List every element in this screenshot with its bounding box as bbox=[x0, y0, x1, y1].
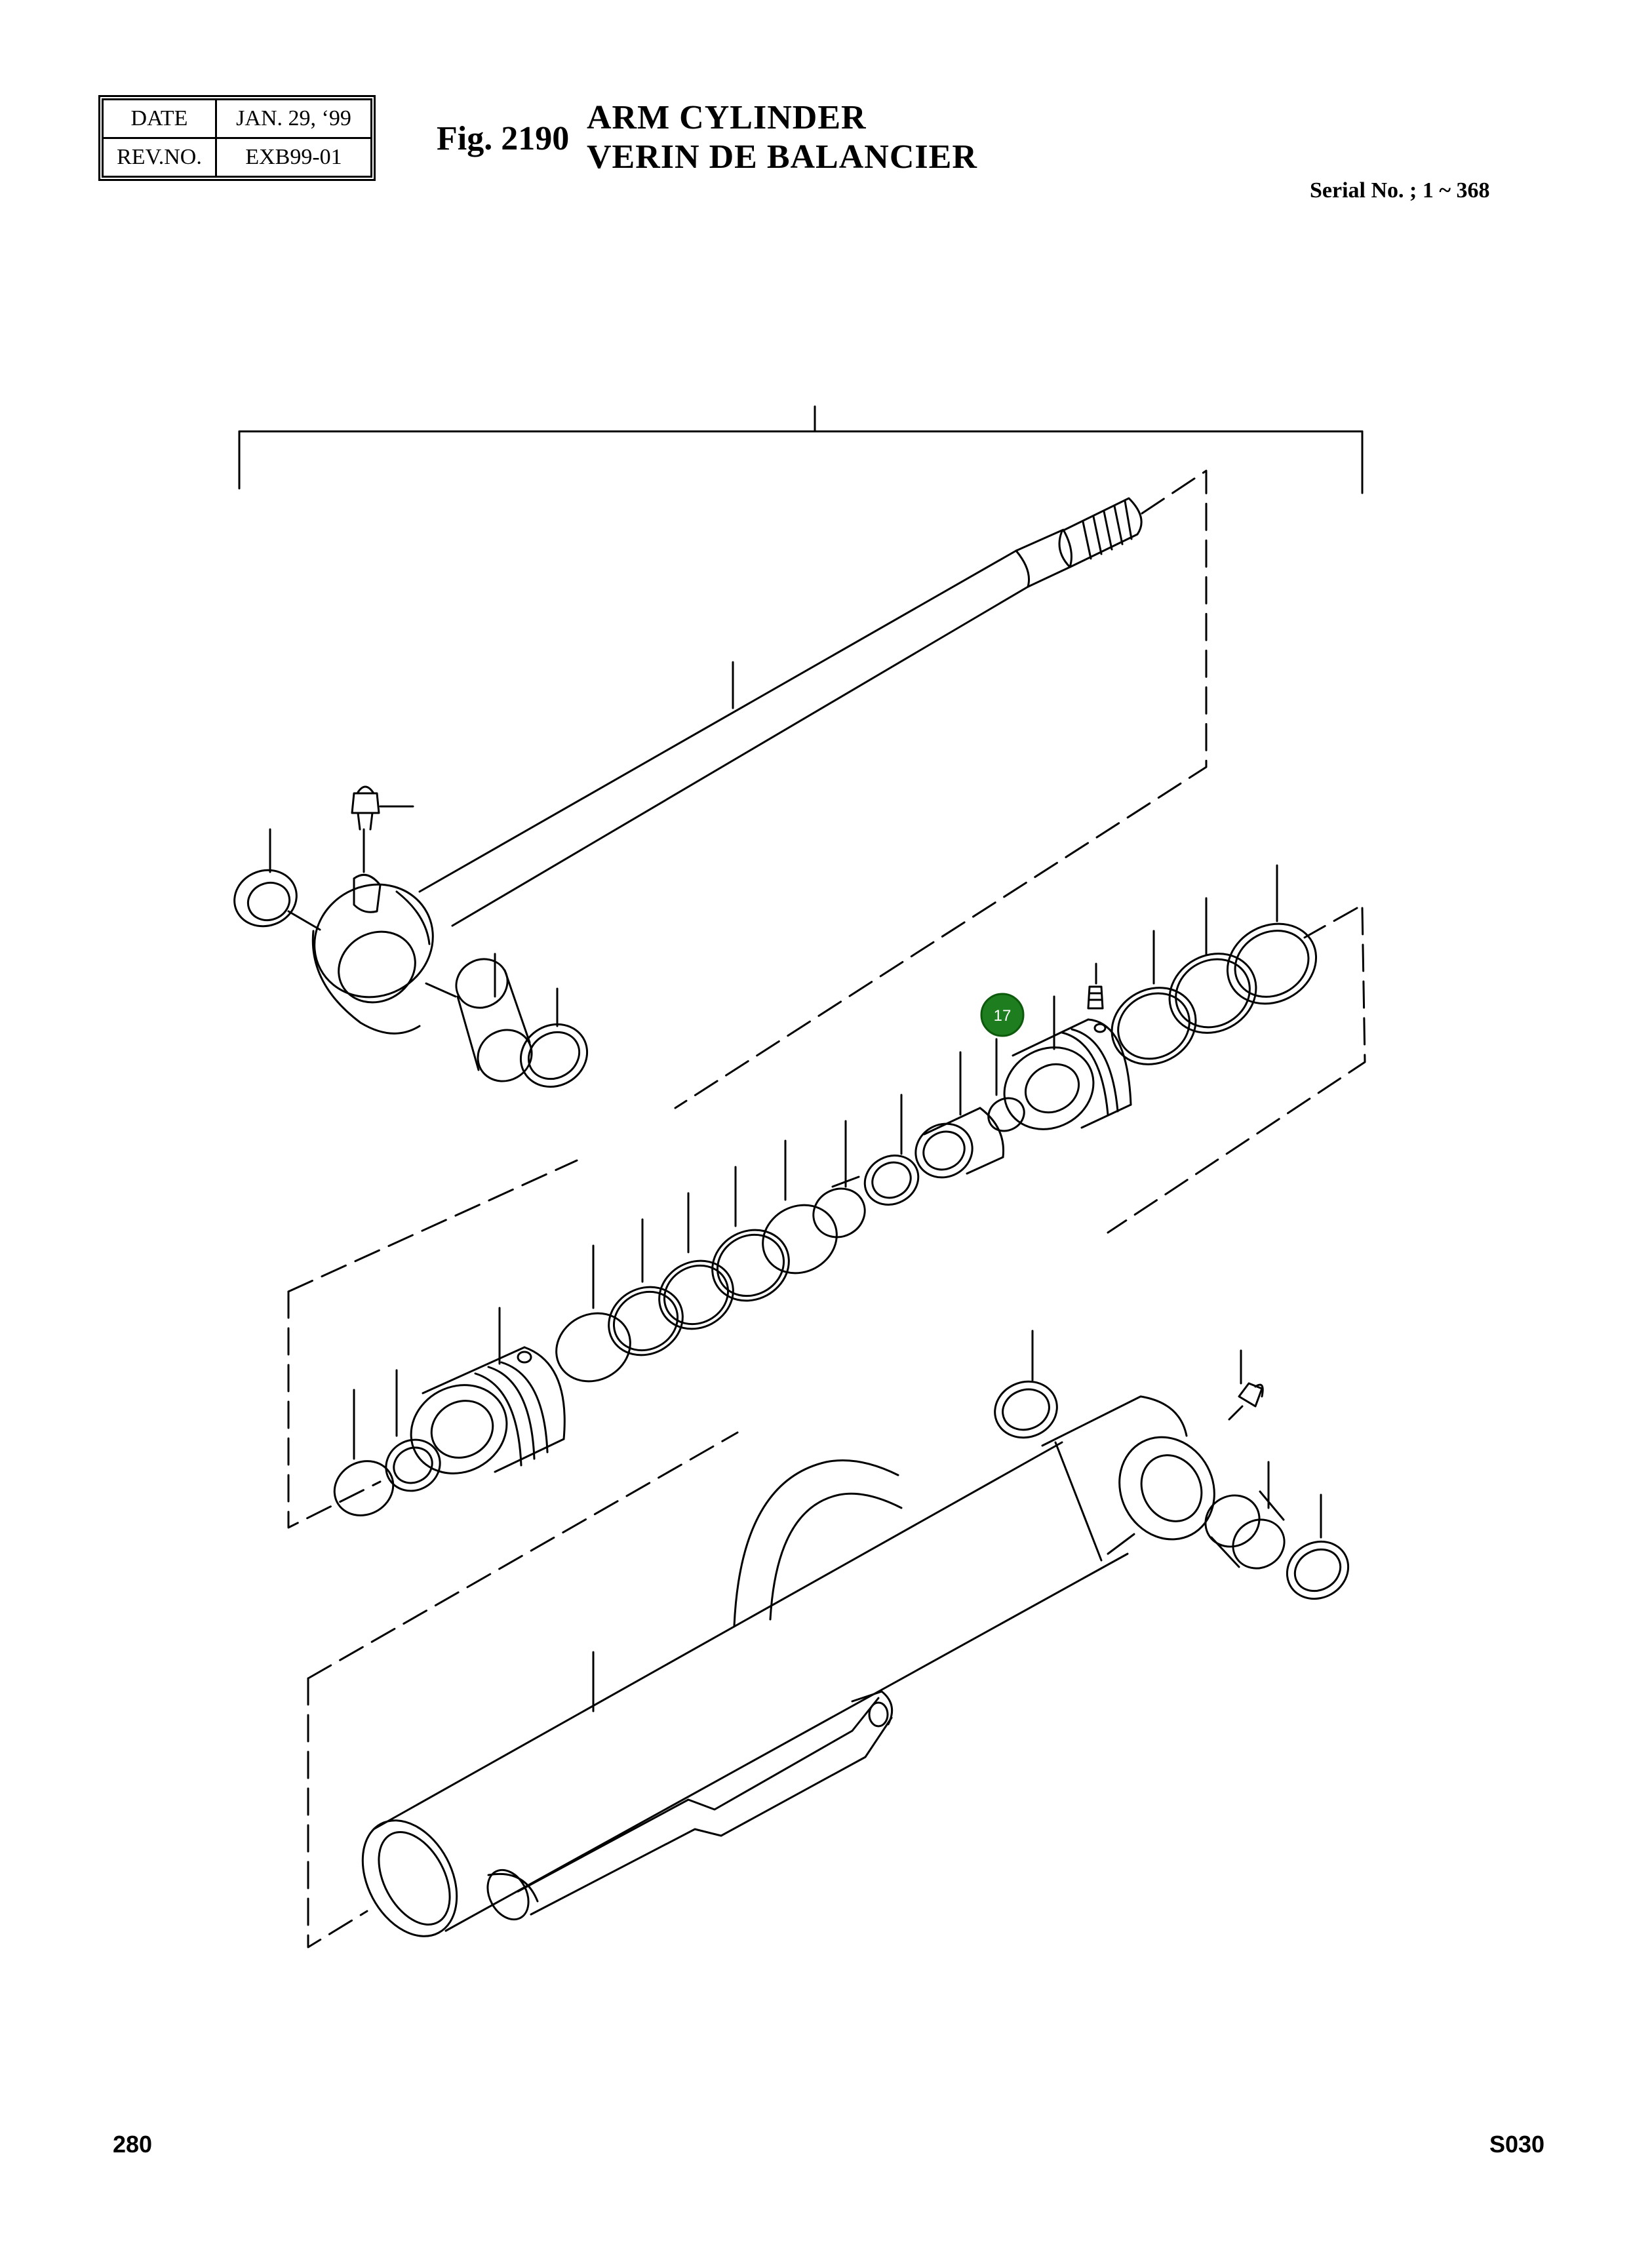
assembly-bracket bbox=[238, 405, 1364, 494]
section-code: S030 bbox=[1489, 2131, 1545, 2158]
page-number: 280 bbox=[113, 2131, 153, 2158]
buffer-seal bbox=[863, 1094, 920, 1206]
cushion-ring bbox=[914, 1051, 1005, 1179]
piston-seal bbox=[1111, 930, 1197, 1065]
cylinder-tube bbox=[361, 1441, 1129, 1937]
grease-nipple-lower bbox=[1228, 1349, 1264, 1421]
head-o-ring-3 bbox=[555, 1244, 631, 1383]
rod-thread bbox=[1058, 497, 1143, 568]
rod-seal bbox=[812, 1120, 866, 1238]
head-backup-ring bbox=[658, 1192, 734, 1330]
rod-eye bbox=[311, 828, 434, 1035]
piston bbox=[1003, 995, 1132, 1130]
figure-number: Fig. 2190 bbox=[437, 120, 570, 157]
grease-nipple-upper bbox=[351, 785, 414, 831]
piston-ring bbox=[1168, 897, 1257, 1034]
o-ring-17 bbox=[987, 1038, 1025, 1132]
rod-eye-ring bbox=[519, 987, 589, 1088]
dust-wiper bbox=[385, 1369, 441, 1492]
date-label: DATE bbox=[102, 98, 217, 139]
callout-17-marker: 17 bbox=[980, 993, 1025, 1037]
revision-table: DATE JAN. 29, ‘99 REV.NO. EXB99-01 bbox=[98, 95, 376, 181]
head-seal-ring bbox=[608, 1218, 684, 1356]
bottom-ring bbox=[1286, 1493, 1350, 1600]
bottom-bushing bbox=[1204, 1461, 1286, 1570]
date-value: JAN. 29, ‘99 bbox=[215, 98, 372, 139]
bottom-eye-seal bbox=[994, 1330, 1058, 1439]
rev-value: EXB99-01 bbox=[215, 137, 372, 178]
title-french: VERIN DE BALANCIER bbox=[587, 138, 977, 176]
cylinder-bottom-eye bbox=[1041, 1395, 1215, 1562]
piston-rod-group bbox=[233, 469, 1208, 1109]
rod-eye-bushing bbox=[425, 953, 533, 1082]
title-english: ARM CYLINDER bbox=[587, 99, 867, 136]
cylinder-head bbox=[410, 1307, 566, 1474]
serial-range: Serial No. ; 1 ~ 368 bbox=[1310, 178, 1490, 203]
rod-eye-seal bbox=[233, 828, 321, 931]
hydraulic-pipe bbox=[486, 1459, 903, 1921]
snap-ring bbox=[333, 1389, 395, 1516]
seal-kit-group bbox=[287, 864, 1366, 1529]
callout-17-number: 17 bbox=[994, 1007, 1012, 1025]
set-screw bbox=[1087, 962, 1104, 1010]
head-o-ring-2 bbox=[711, 1166, 790, 1302]
piston-rod bbox=[418, 528, 1072, 927]
head-o-ring-1 bbox=[762, 1139, 838, 1275]
rev-label: REV.NO. bbox=[102, 137, 217, 178]
wear-ring-large bbox=[1226, 864, 1318, 1005]
cylinder-tube-group bbox=[307, 1330, 1350, 1948]
